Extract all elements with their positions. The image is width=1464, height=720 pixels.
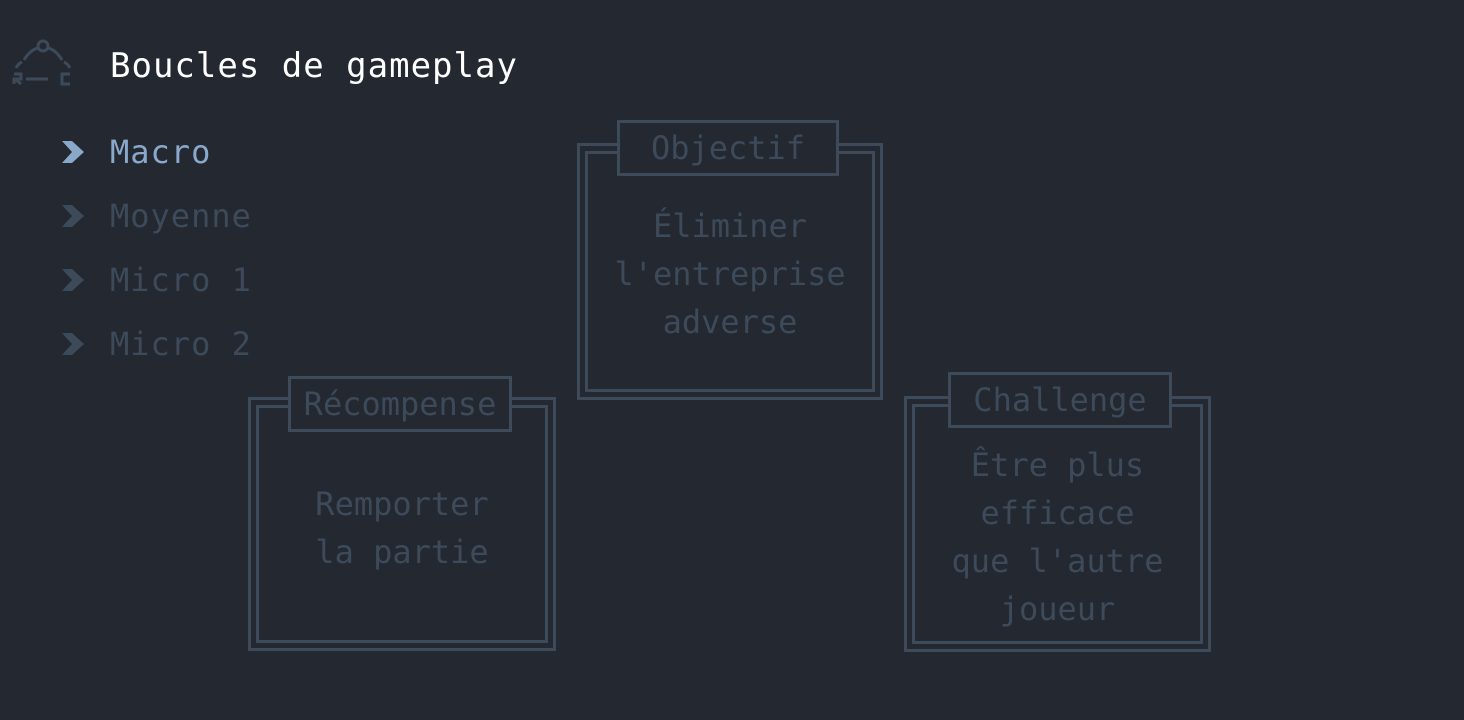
menu-item-label: Micro 1 <box>110 261 252 299</box>
card-recompense-title: Récompense <box>288 376 512 432</box>
card-recompense: Remporter la partie <box>248 397 556 651</box>
chevron-right-icon <box>58 137 88 167</box>
chevron-right-icon <box>58 329 88 359</box>
page-title: Boucles de gameplay <box>110 46 518 86</box>
card-challenge-title: Challenge <box>948 372 1172 428</box>
menu-item-moyenne[interactable]: Moyenne <box>58 184 252 248</box>
loop-level-menu: Macro Moyenne Micro 1 Micro 2 <box>58 120 252 376</box>
menu-item-micro-1[interactable]: Micro 1 <box>58 248 252 312</box>
card-objectif-text: Éliminer l'entreprise adverse <box>614 207 846 341</box>
card-challenge: Être plus efficace que l'autre joueur <box>904 396 1211 652</box>
card-recompense-text: Remporter la partie <box>315 485 489 571</box>
card-challenge-text: Être plus efficace que l'autre joueur <box>951 446 1164 628</box>
loop-logo-icon <box>12 39 72 86</box>
menu-item-micro-2[interactable]: Micro 2 <box>58 312 252 376</box>
menu-item-label: Micro 2 <box>110 325 252 363</box>
chevron-right-icon <box>58 201 88 231</box>
menu-item-label: Moyenne <box>110 197 252 235</box>
menu-item-label: Macro <box>110 133 212 171</box>
card-objectif: Éliminer l'entreprise adverse <box>577 143 883 400</box>
menu-item-macro[interactable]: Macro <box>58 120 252 184</box>
card-objectif-title: Objectif <box>617 120 839 176</box>
chevron-right-icon <box>58 265 88 295</box>
